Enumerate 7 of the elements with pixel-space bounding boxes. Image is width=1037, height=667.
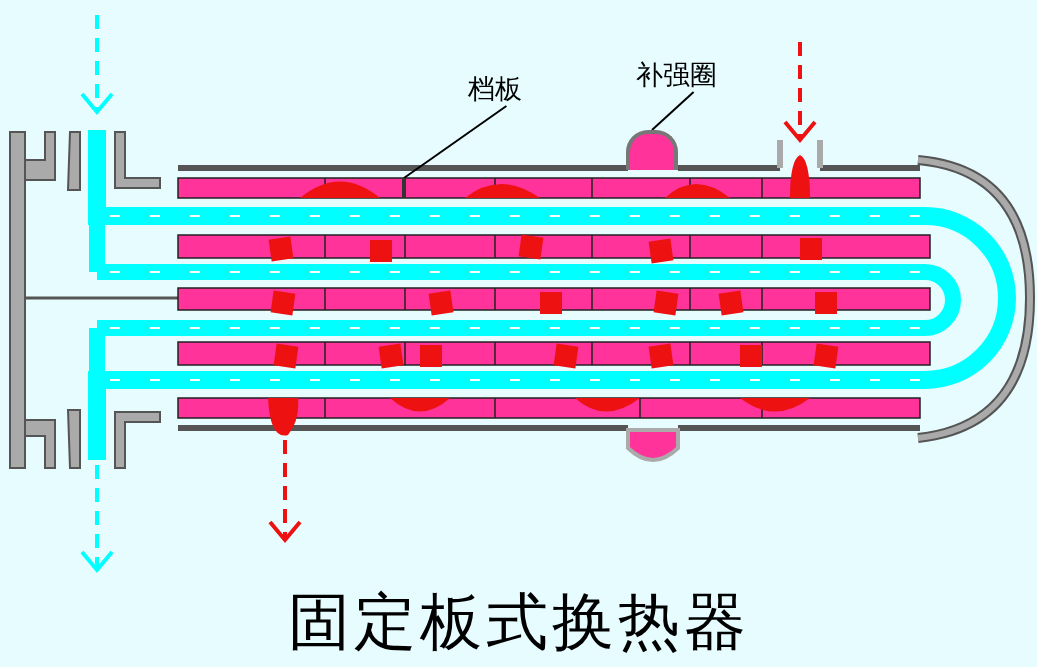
baffle-plate [402, 178, 406, 198]
leader-line [403, 105, 508, 179]
leader-line [651, 91, 695, 131]
reinforcing-ring [626, 130, 678, 170]
part-label: 档板 [468, 72, 532, 106]
part-label: 补强圈 [636, 58, 732, 92]
diagram-title: 固定板式换热器 [286, 584, 751, 660]
